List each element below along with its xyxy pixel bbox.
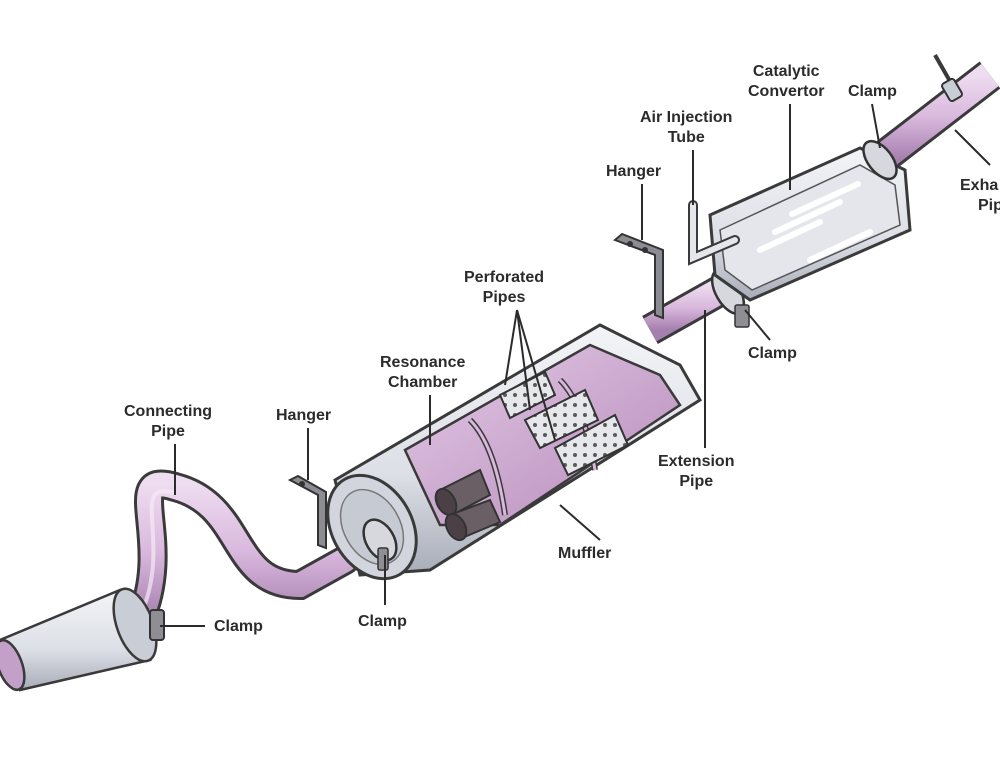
label-hanger-left: Hanger xyxy=(276,407,332,424)
label-clamp-bottom: Clamp xyxy=(214,618,263,635)
label-clamp-center: Clamp xyxy=(358,613,407,630)
label-clamp-extension: Clamp xyxy=(748,345,797,362)
label-hanger-right: Hanger xyxy=(606,163,662,180)
catalytic-converter xyxy=(708,146,912,302)
hanger-right xyxy=(613,232,664,320)
exhaust-pipe-shape xyxy=(869,61,1000,174)
oxygen-sensor xyxy=(933,54,963,103)
resonance-tubes xyxy=(434,468,502,542)
clamp-top xyxy=(862,139,898,181)
clamp-center xyxy=(362,518,398,571)
connecting-pipe xyxy=(125,469,360,635)
muffler xyxy=(326,323,703,581)
label-muffler: Muffler xyxy=(558,545,612,562)
label-clamp-top: Clamp xyxy=(848,83,897,100)
leader-lines xyxy=(160,103,991,627)
hanger-left xyxy=(287,474,327,550)
tail-silencer xyxy=(0,587,158,692)
